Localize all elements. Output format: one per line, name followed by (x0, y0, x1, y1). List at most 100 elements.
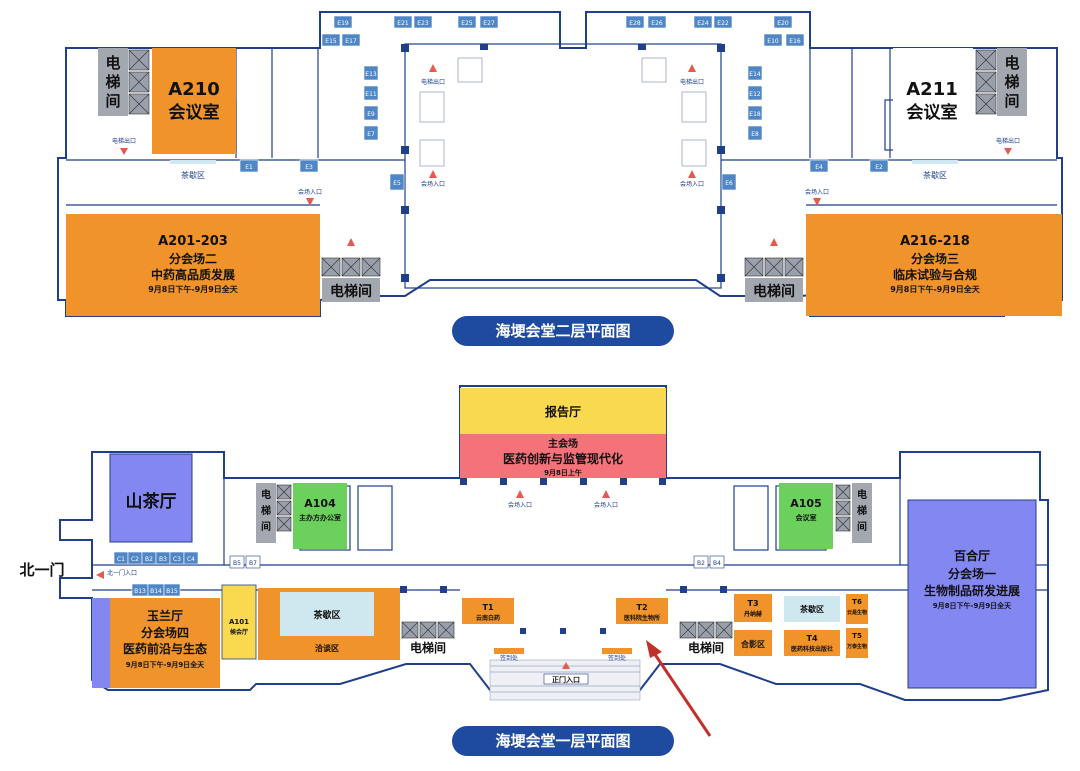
floor1-elevator-left-char2: 梯 (261, 504, 271, 517)
booth[interactable] (625, 15, 645, 29)
booth[interactable] (393, 15, 413, 29)
booth[interactable] (363, 85, 379, 101)
room-a216-code: A216-218 (900, 234, 970, 249)
booth-label: E25 (461, 20, 473, 27)
room-a201-203[interactable] (66, 214, 320, 316)
booth[interactable] (457, 15, 477, 29)
room-a104[interactable] (293, 483, 347, 549)
room-a101[interactable] (221, 584, 257, 660)
booth[interactable] (479, 15, 499, 29)
booth[interactable] (747, 85, 763, 101)
booth-t5-code: T5 (852, 632, 862, 640)
booth[interactable] (245, 555, 261, 569)
photo-area[interactable] (734, 630, 772, 656)
shancha-hall[interactable] (109, 453, 193, 543)
yulan-hall-name: 玉兰厅 (147, 608, 183, 623)
booth[interactable] (299, 159, 319, 173)
booth-label: E1 (245, 164, 253, 171)
booth[interactable] (785, 33, 805, 47)
booth-label: E22 (717, 20, 729, 27)
booth[interactable] (163, 583, 181, 597)
booth[interactable] (709, 555, 725, 569)
baihe-hall[interactable] (907, 499, 1037, 689)
floor1-elevator-lower-right[interactable] (679, 621, 733, 639)
booth[interactable] (341, 33, 361, 47)
booth[interactable] (747, 65, 763, 81)
floor2-central-hall (404, 43, 722, 289)
floor1-elevator-right[interactable] (852, 483, 872, 543)
booth[interactable] (809, 159, 829, 173)
booth[interactable] (363, 125, 379, 141)
room-a105[interactable] (779, 483, 833, 549)
floor1-plan: 报告厅 主会场 医药创新与监管现代化 9月8日上午 山茶厅 北一门 北一门入口 … (19, 385, 1049, 756)
booth[interactable] (413, 15, 433, 29)
floor2-elevator-left[interactable] (98, 48, 128, 116)
booth[interactable] (747, 125, 763, 141)
booth[interactable] (333, 15, 353, 29)
floor1-tea-area-right[interactable] (784, 596, 840, 622)
booth[interactable] (693, 555, 709, 569)
booth-label: E24 (697, 20, 709, 27)
floor1-tea-area-left[interactable] (280, 592, 374, 636)
booth-label: E27 (483, 20, 495, 27)
booth[interactable] (773, 15, 793, 29)
floor1-elevator-left-char3: 间 (261, 520, 271, 533)
booth-t2[interactable] (616, 598, 668, 624)
floor1-elevator-left-shafts (276, 484, 292, 532)
booth-label: C2 (131, 556, 139, 563)
booth[interactable] (647, 15, 667, 29)
yulan-hall[interactable] (110, 598, 220, 688)
room-a211[interactable] (893, 48, 973, 154)
booth-label: C3 (173, 556, 181, 563)
sign-in-desk-left[interactable] (494, 648, 524, 654)
floor1-booths-left: C1 C2 B2 B3 C3 C4 B13 B14 B15 B5 B7 B2 B… (113, 551, 725, 597)
main-venue[interactable] (460, 434, 666, 478)
booth-t1[interactable] (462, 598, 514, 624)
booth[interactable] (183, 551, 199, 565)
floor1-elevator-lower-right-label: 电梯间 (688, 640, 724, 655)
booth-label: E12 (749, 91, 761, 98)
floor1-elevator-left[interactable] (256, 483, 276, 543)
room-a216-time: 9月8日下午-9月9日全天 (890, 284, 981, 294)
floor1-elevator-lower-left[interactable] (401, 621, 455, 639)
baihe-hall-name: 百合厅 (954, 548, 990, 563)
booth[interactable] (693, 15, 713, 29)
booth-t3[interactable] (734, 594, 772, 622)
booth[interactable] (239, 159, 259, 173)
arrow-icon (562, 662, 570, 669)
booth-t4[interactable] (784, 630, 840, 656)
booth[interactable] (321, 33, 341, 47)
booth[interactable] (721, 173, 737, 191)
room-a216-218[interactable] (806, 214, 1062, 316)
floor2-elevator-lower-left[interactable] (321, 257, 381, 302)
room-a101-code: A101 (229, 618, 249, 626)
booth[interactable] (229, 555, 245, 569)
north-gate-entrance: 北一门入口 (107, 569, 137, 577)
sign-in-desk-right[interactable] (602, 648, 632, 654)
room-a210[interactable] (152, 48, 236, 154)
booth[interactable] (747, 105, 763, 121)
booth-label: B13 (134, 588, 146, 595)
booth[interactable] (389, 173, 405, 191)
booth[interactable] (363, 65, 379, 81)
floor2-elevator-lower-left-label: 电梯间 (330, 283, 372, 300)
booth-t1-code: T1 (482, 603, 493, 612)
report-hall[interactable] (460, 388, 666, 434)
room-a201-code: A201-203 (158, 234, 228, 249)
room-a105-name: 会议室 (796, 513, 817, 522)
floor2-elevator-right[interactable] (997, 48, 1027, 116)
floor2-elevator-exit-right: 电梯出口 (996, 137, 1020, 145)
floor2-elevator-left-shafts (128, 49, 150, 115)
booth[interactable] (713, 15, 733, 29)
floor2-tea-area-right: 茶歇区 (923, 170, 947, 180)
booth-t6[interactable] (846, 594, 868, 624)
floor2-plan: A210 会议室 A211 会议室 电 梯 间 电梯出口 电 梯 间 电梯出口 … (57, 11, 1063, 346)
booth-t5[interactable] (846, 628, 868, 658)
booth[interactable] (869, 159, 889, 173)
booth[interactable] (363, 105, 379, 121)
booth[interactable] (763, 33, 783, 47)
floor2-elevator-right-char2: 梯 (1004, 73, 1019, 91)
floor2-elevator-lower-right[interactable] (744, 257, 804, 302)
main-venue-line2: 医药创新与监管现代化 (503, 451, 623, 466)
